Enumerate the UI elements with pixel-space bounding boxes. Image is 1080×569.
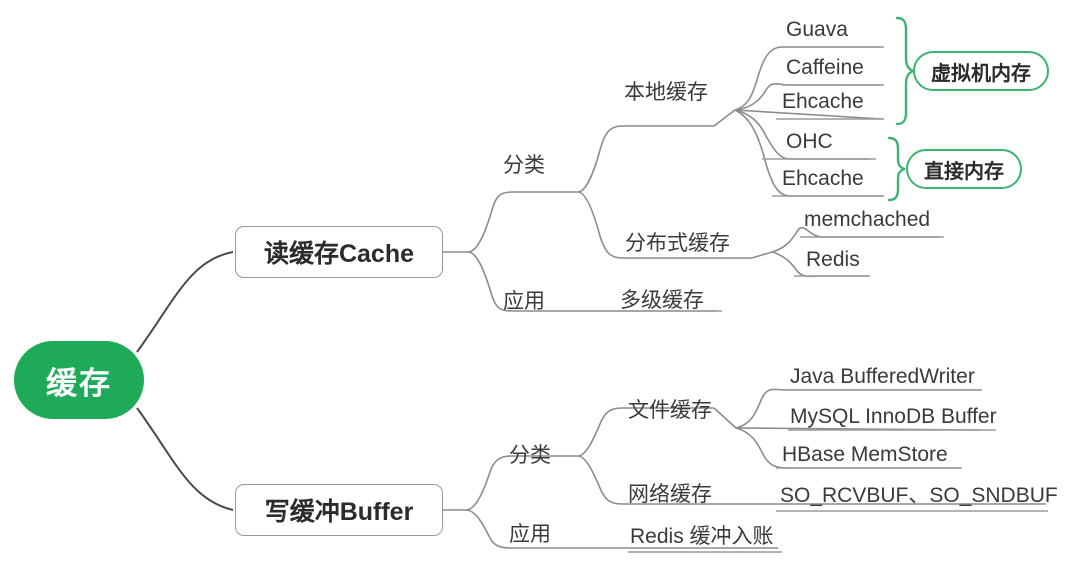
- node-write-buffer-label: 写缓冲Buffer: [264, 498, 414, 526]
- link-local-hub: [713, 109, 736, 127]
- leaf-so-bufs[interactable]: SO_RCVBUF、SO_SNDBUF: [780, 484, 1058, 507]
- link-classify-local: [577, 125, 714, 193]
- leaf-guava[interactable]: Guava: [786, 18, 848, 41]
- node-write-buffer[interactable]: 写缓冲Buffer: [235, 484, 443, 536]
- link-root-write-buffer: [136, 407, 234, 511]
- node-write-buffer-apply[interactable]: 应用: [509, 523, 551, 546]
- node-read-cache[interactable]: 读缓存Cache: [235, 226, 443, 278]
- root-node-cache[interactable]: 缓存: [14, 341, 144, 419]
- leaf-ehcache-heap[interactable]: Ehcache: [782, 90, 864, 113]
- link-root-read-cache: [136, 251, 234, 353]
- leaf-multi-level-cache[interactable]: 多级缓存: [620, 289, 704, 312]
- node-read-cache-apply[interactable]: 应用: [503, 290, 545, 313]
- node-file-cache[interactable]: 文件缓存: [628, 399, 712, 422]
- leaf-redis-buffer-entry[interactable]: Redis 缓冲入账: [630, 525, 774, 548]
- node-read-cache-classify[interactable]: 分类: [503, 154, 545, 177]
- leaf-mysql-innodb-buffer[interactable]: MySQL InnoDB Buffer: [790, 405, 997, 428]
- group-pill-direct-memory[interactable]: 直接内存: [906, 149, 1022, 189]
- node-read-cache-label: 读缓存Cache: [263, 240, 415, 268]
- node-distributed-cache[interactable]: 分布式缓存: [625, 232, 730, 255]
- group-pill-direct-memory-label: 直接内存: [924, 160, 1004, 183]
- brace-vm-memory: [895, 16, 915, 126]
- node-write-buffer-classify[interactable]: 分类: [509, 444, 551, 467]
- link-file-innodb: [735, 427, 981, 431]
- link-dist-hub: [751, 251, 773, 259]
- brace-direct-memory: [887, 136, 906, 202]
- link-file-hub: [713, 407, 737, 429]
- leaf-hbase-memstore[interactable]: HBase MemStore: [782, 443, 948, 466]
- link-readcache-classify: [467, 191, 578, 253]
- leaf-java-bufferedwriter[interactable]: Java BufferedWriter: [790, 365, 975, 388]
- root-node-label: 缓存: [46, 365, 112, 401]
- leaf-ehcache-direct[interactable]: Ehcache: [782, 167, 864, 190]
- leaf-redis[interactable]: Redis: [806, 248, 860, 271]
- leaf-caffeine[interactable]: Caffeine: [786, 56, 864, 79]
- group-pill-vm-memory[interactable]: 虚拟机内存: [913, 51, 1049, 91]
- node-network-cache[interactable]: 网络缓存: [628, 483, 712, 506]
- node-local-cache[interactable]: 本地缓存: [624, 81, 708, 104]
- group-pill-vm-memory-label: 虚拟机内存: [931, 62, 1031, 85]
- leaf-ohc[interactable]: OHC: [786, 130, 833, 153]
- leaf-memchached[interactable]: memchached: [804, 208, 931, 231]
